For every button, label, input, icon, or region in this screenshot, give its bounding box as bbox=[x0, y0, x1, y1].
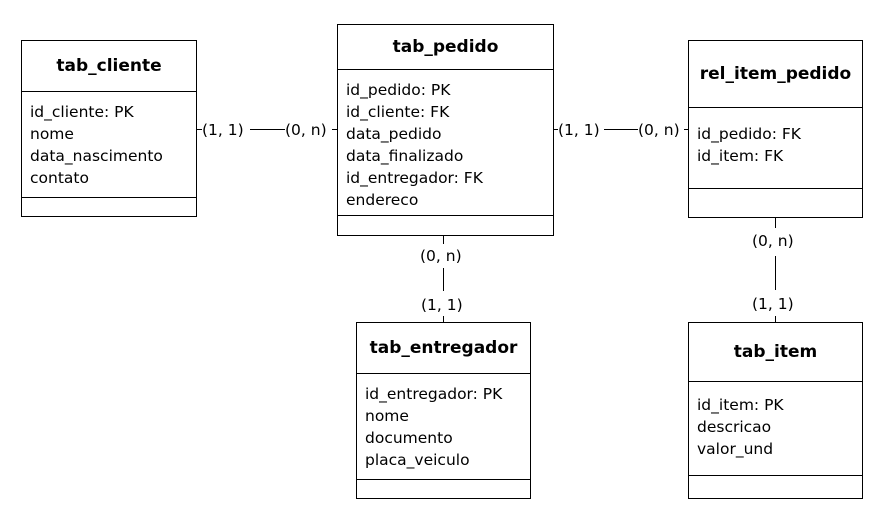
field: nome bbox=[30, 125, 74, 143]
field: endereco bbox=[346, 191, 419, 209]
cardinality-label: (1, 1) bbox=[558, 120, 600, 140]
entity-title: tab_entregador bbox=[357, 323, 530, 374]
relationship-line-pedido-rel-item bbox=[604, 129, 638, 130]
field: data_pedido bbox=[346, 125, 442, 143]
entity-fields: id_pedido: PK id_cliente: FK data_pedido… bbox=[338, 69, 553, 216]
relationship-line-cliente-pedido bbox=[332, 129, 337, 130]
relationship-line-cliente-pedido bbox=[197, 129, 202, 130]
cardinality-label: (1, 1) bbox=[421, 295, 463, 315]
field: documento bbox=[365, 429, 453, 447]
relationship-line-rel-item-item bbox=[775, 256, 776, 290]
relationship-line-cliente-pedido bbox=[250, 129, 285, 130]
field: data_finalizado bbox=[346, 147, 464, 165]
relationship-line-pedido-rel-item bbox=[554, 129, 558, 130]
entity-tab-cliente: tab_cliente id_cliente: PK nome data_nas… bbox=[21, 40, 197, 217]
cardinality-label: (1, 1) bbox=[752, 294, 794, 314]
cardinality-label: (0, n) bbox=[638, 120, 680, 140]
entity-title: tab_pedido bbox=[338, 25, 553, 70]
field: placa_veiculo bbox=[365, 451, 470, 469]
entity-title: tab_item bbox=[689, 323, 862, 382]
entity-fields: id_pedido: FK id_item: FK bbox=[689, 107, 862, 189]
field: id_entregador: PK bbox=[365, 385, 503, 403]
field: id_cliente: FK bbox=[346, 103, 450, 121]
relationship-line-pedido-entregador bbox=[443, 316, 444, 322]
cardinality-label: (1, 1) bbox=[202, 120, 244, 140]
entity-fields: id_item: PK descricao valor_und bbox=[689, 381, 862, 476]
field: id_pedido: PK bbox=[346, 81, 451, 99]
field: id_item: PK bbox=[697, 396, 784, 414]
field: descricao bbox=[697, 418, 772, 436]
entity-fields: id_entregador: PK nome documento placa_v… bbox=[357, 373, 530, 480]
field: contato bbox=[30, 169, 89, 187]
entity-tab-pedido: tab_pedido id_pedido: PK id_cliente: FK … bbox=[337, 24, 554, 236]
field: id_pedido: FK bbox=[697, 125, 801, 143]
cardinality-label: (0, n) bbox=[285, 120, 327, 140]
field: id_entregador: FK bbox=[346, 169, 483, 187]
entity-tab-entregador: tab_entregador id_entregador: PK nome do… bbox=[356, 322, 531, 499]
cardinality-label: (0, n) bbox=[752, 231, 794, 251]
field: valor_und bbox=[697, 440, 774, 458]
relationship-line-pedido-entregador bbox=[443, 268, 444, 291]
entity-rel-item-pedido: rel_item_pedido id_pedido: FK id_item: F… bbox=[688, 40, 863, 218]
relationship-line-rel-item-item bbox=[775, 316, 776, 322]
field: id_item: FK bbox=[697, 147, 784, 165]
entity-fields: id_cliente: PK nome data_nascimento cont… bbox=[22, 91, 196, 198]
entity-tab-item: tab_item id_item: PK descricao valor_und bbox=[688, 322, 863, 499]
relationship-line-pedido-entregador bbox=[443, 236, 444, 244]
relationship-line-pedido-rel-item bbox=[684, 129, 688, 130]
field: data_nascimento bbox=[30, 147, 163, 165]
field: nome bbox=[365, 407, 409, 425]
relationship-line-rel-item-item bbox=[775, 218, 776, 228]
entity-title: rel_item_pedido bbox=[689, 41, 862, 108]
cardinality-label: (0, n) bbox=[420, 246, 462, 266]
entity-title: tab_cliente bbox=[22, 41, 196, 92]
field: id_cliente: PK bbox=[30, 103, 134, 121]
